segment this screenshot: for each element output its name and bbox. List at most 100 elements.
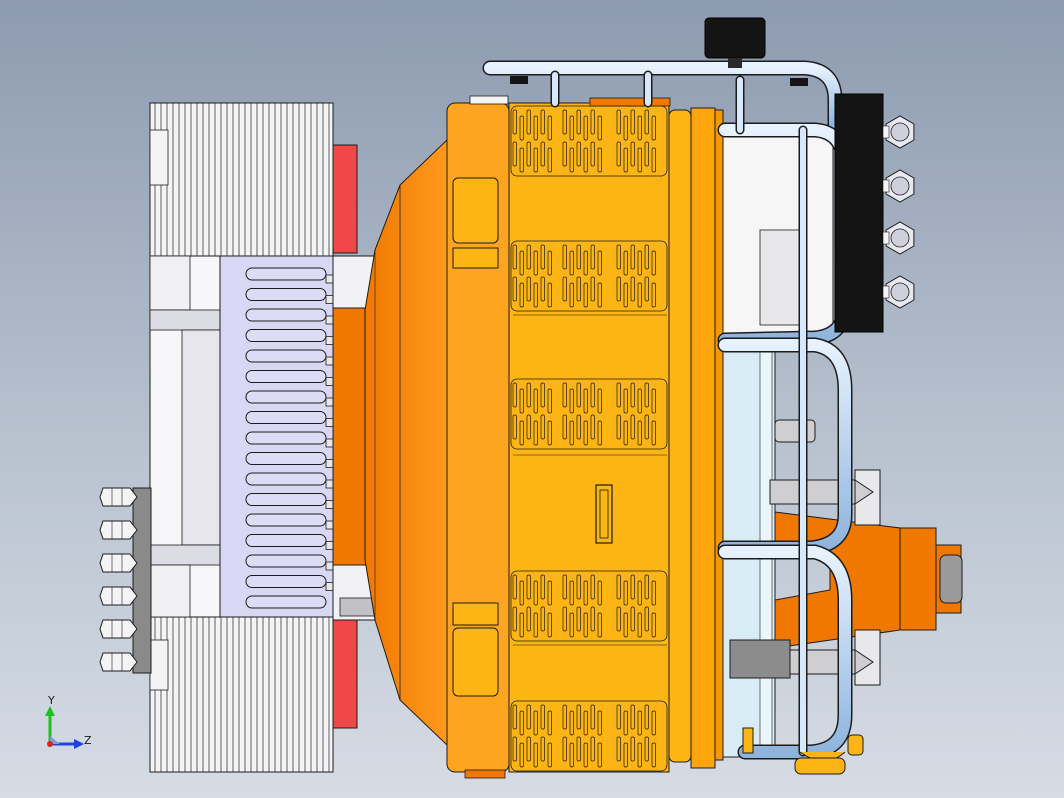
vent-slot <box>540 736 545 762</box>
vent-slot <box>623 115 628 141</box>
vent-slot <box>590 606 595 632</box>
vent-slot <box>644 704 649 730</box>
vent-slot <box>569 580 574 606</box>
vent-slot <box>576 414 581 440</box>
vent-slot <box>562 736 567 762</box>
fin <box>245 472 327 486</box>
vent-slot <box>637 742 642 768</box>
vent-slot <box>512 276 517 302</box>
fin <box>245 431 327 445</box>
vent-slot <box>562 574 567 600</box>
heatsink-assembly[interactable] <box>149 102 358 773</box>
vent-slot <box>630 276 635 302</box>
vent-slot <box>637 250 642 276</box>
fin <box>245 534 327 547</box>
vent-slot <box>576 606 581 632</box>
terminal-nuts <box>882 115 915 309</box>
fin <box>245 370 327 383</box>
vent-slot <box>519 115 524 141</box>
vent-slot <box>512 736 517 762</box>
vent-slot <box>597 250 602 276</box>
vent-slot <box>623 580 628 606</box>
vent-slot <box>623 742 628 768</box>
vent-slot <box>583 250 588 276</box>
spindles[interactable] <box>729 479 874 679</box>
vent-slot <box>519 388 524 414</box>
fin <box>245 411 327 424</box>
vent-slot <box>512 382 517 408</box>
left-connector[interactable] <box>99 487 152 674</box>
vent-slot <box>540 276 545 302</box>
vent-slot <box>576 244 581 270</box>
vent-slot <box>637 147 642 173</box>
vent-slot <box>526 382 531 408</box>
vent-slot <box>519 250 524 276</box>
vent-slot <box>512 109 517 135</box>
vent-slot <box>637 282 642 308</box>
vent-slot <box>623 282 628 308</box>
vent-slot <box>616 574 621 600</box>
vent-slot <box>597 388 602 414</box>
connector-pin <box>99 652 138 672</box>
vent-slot <box>637 612 642 638</box>
vent-slot <box>562 414 567 440</box>
vent-slot <box>576 736 581 762</box>
vent-slot <box>512 606 517 632</box>
vent-slot <box>540 382 545 408</box>
vent-slot <box>616 606 621 632</box>
bellhousing-cone[interactable] <box>364 138 448 747</box>
vent-slot <box>526 736 531 762</box>
connector-pin <box>99 619 138 639</box>
vent-slot <box>590 276 595 302</box>
cooling-fin-stack <box>245 267 327 609</box>
vent-slot <box>547 282 552 308</box>
vent-slot <box>576 276 581 302</box>
vent-slot <box>651 147 656 173</box>
vent-slot <box>644 244 649 270</box>
vent-slot <box>512 414 517 440</box>
vent-slot <box>519 742 524 768</box>
y-axis-label: Y <box>48 694 55 707</box>
vent-slot <box>519 147 524 173</box>
vent-slot <box>616 276 621 302</box>
vent-slot <box>583 710 588 736</box>
fin <box>245 575 327 588</box>
vent-slot <box>597 115 602 141</box>
vent-slot <box>583 742 588 768</box>
vent-slot <box>644 109 649 135</box>
terminal-block[interactable] <box>834 93 915 333</box>
vent-slot <box>597 742 602 768</box>
vent-slot <box>569 282 574 308</box>
vent-slot <box>583 115 588 141</box>
vent-slot <box>623 612 628 638</box>
top-handle[interactable] <box>510 17 808 86</box>
vent-slot <box>540 606 545 632</box>
main-housing[interactable] <box>446 95 724 779</box>
vent-slot <box>562 244 567 270</box>
vent-slot <box>540 414 545 440</box>
center-latch[interactable] <box>595 484 613 544</box>
vent-slot <box>590 736 595 762</box>
vent-slot <box>623 250 628 276</box>
vent-slot <box>597 612 602 638</box>
vent-slot <box>630 244 635 270</box>
vent-slot <box>583 388 588 414</box>
vent-slot <box>526 606 531 632</box>
vent-slot <box>576 574 581 600</box>
fin <box>245 308 327 322</box>
vent-slot <box>519 710 524 736</box>
pipe-cage[interactable] <box>482 60 853 760</box>
vent-slot <box>623 420 628 446</box>
vent-slot <box>540 109 545 135</box>
vent-slot <box>540 704 545 730</box>
connector-pin <box>99 586 138 606</box>
vent-slot <box>512 574 517 600</box>
vent-slot <box>637 710 642 736</box>
vent-slot <box>533 147 538 173</box>
connector-pin <box>99 553 138 573</box>
vent-slot <box>590 382 595 408</box>
vent-slot <box>569 388 574 414</box>
vent-slot <box>630 382 635 408</box>
